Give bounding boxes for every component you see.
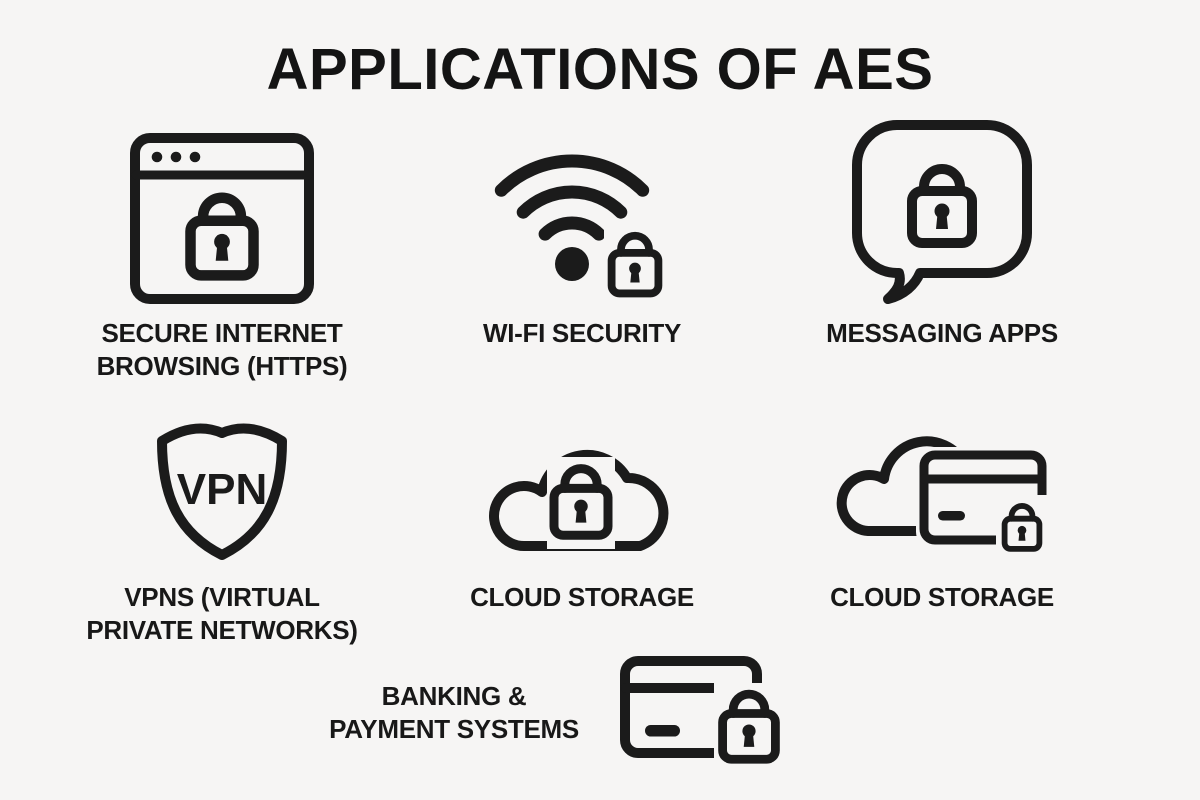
icon-grid: SECURE INTERNET BROWSING (HTTPS) WI-FI S… bbox=[0, 120, 1200, 647]
item-label: CLOUD STORAGE bbox=[470, 582, 694, 612]
item-cloud-storage-2: CLOUD STORAGE bbox=[762, 411, 1122, 647]
item-cloud-storage: CLOUD STORAGE bbox=[402, 411, 762, 647]
speech-bubble-lock-icon bbox=[852, 120, 1032, 304]
page-title: APPLICATIONS OF AES bbox=[266, 37, 934, 102]
cloud-card-lock-icon bbox=[836, 436, 1048, 555]
vpn-shield-text: VPN bbox=[177, 465, 267, 514]
wifi-lock-icon bbox=[494, 154, 670, 303]
item-label: MESSAGING APPS bbox=[826, 318, 1058, 348]
item-label: VPNS (VIRTUAL PRIVATE NETWORKS) bbox=[86, 582, 358, 645]
vpn-shield-icon: VPN bbox=[157, 423, 287, 560]
item-banking-payment: BANKING & PAYMENT SYSTEMS bbox=[0, 653, 1200, 773]
item-label: BANKING & PAYMENT SYSTEMS bbox=[329, 681, 579, 744]
item-messaging-apps: MESSAGING APPS bbox=[762, 120, 1122, 383]
cloud-lock-icon bbox=[489, 449, 669, 551]
item-wifi-security: WI-FI SECURITY bbox=[402, 127, 762, 383]
browser-lock-icon bbox=[130, 133, 314, 304]
item-label: CLOUD STORAGE bbox=[830, 582, 1054, 612]
item-secure-browsing: SECURE INTERNET BROWSING (HTTPS) bbox=[42, 127, 402, 383]
item-vpn: VPN VPNS (VIRTUAL PRIVATE NETWORKS) bbox=[42, 411, 402, 647]
item-label: WI-FI SECURITY bbox=[482, 318, 681, 348]
credit-card-lock-icon bbox=[619, 656, 781, 773]
item-label: SECURE INTERNET BROWSING (HTTPS) bbox=[96, 318, 348, 381]
